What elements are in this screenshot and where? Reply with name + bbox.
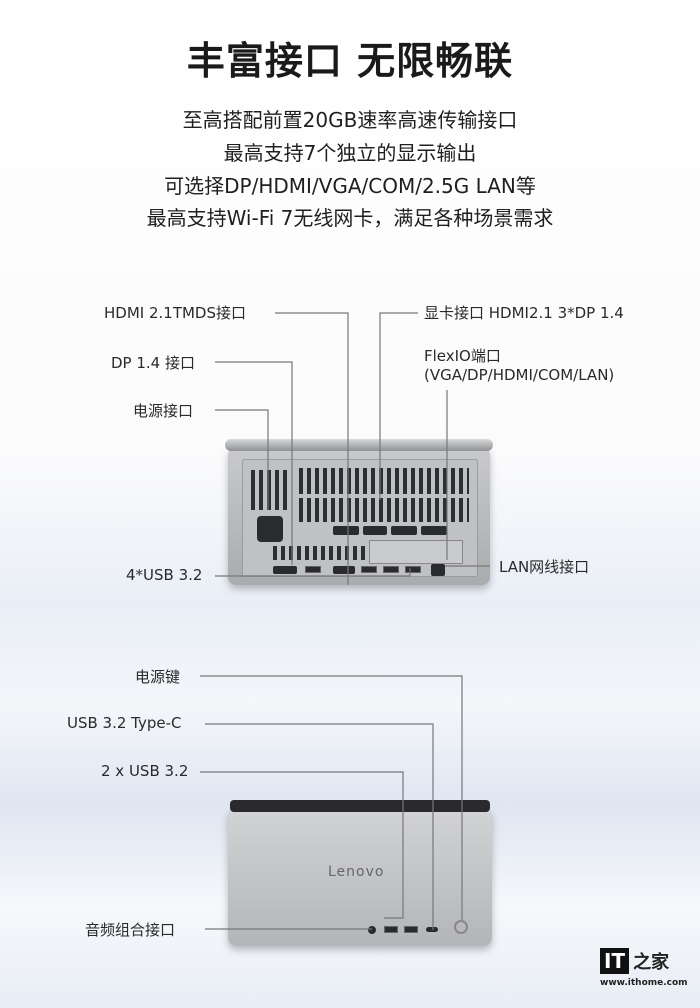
page-title: 丰富接口 无限畅联 (186, 39, 514, 83)
brand-logo: Lenovo (328, 864, 385, 880)
label-flexio-options: (VGA/DP/HDMI/COM/LAN) (424, 366, 615, 384)
audio-jack (368, 926, 376, 934)
label-usb2: 2 x USB 3.2 (101, 762, 189, 780)
label-dp14: DP 1.4 接口 (111, 354, 195, 372)
watermark-url: www.ithome.com (600, 978, 688, 988)
device-rear (225, 439, 493, 585)
subtitle-line: 可选择DP/HDMI/VGA/COM/2.5G LAN等 (164, 174, 536, 198)
ithome-logo: IT (600, 948, 630, 974)
subtitle-line: 至高搭配前置20GB速率高速传输接口 (182, 108, 518, 132)
label-flexio: FlexIO端口 (424, 347, 501, 365)
lan-port (431, 564, 445, 576)
label-power-button: 电源键 (135, 668, 181, 686)
device-front: Lenovo (228, 800, 492, 946)
label-usb4: 4*USB 3.2 (126, 566, 203, 584)
subtitle-line: 最高支持7个独立的显示输出 (223, 141, 477, 165)
label-power-port: 电源接口 (133, 402, 194, 420)
label-audio: 音频组合接口 (85, 921, 176, 939)
subtitle-line: 最高支持Wi-Fi 7无线网卡，满足各种场景需求 (146, 206, 554, 230)
label-gpu-ports: 显卡接口 HDMI2.1 3*DP 1.4 (424, 304, 624, 322)
power-socket (257, 516, 283, 542)
label-lan: LAN网线接口 (499, 558, 590, 576)
label-usb-c: USB 3.2 Type-C (67, 714, 182, 732)
power-button (454, 920, 468, 934)
label-hdmi-tmds: HDMI 2.1TMDS接口 (104, 304, 246, 322)
